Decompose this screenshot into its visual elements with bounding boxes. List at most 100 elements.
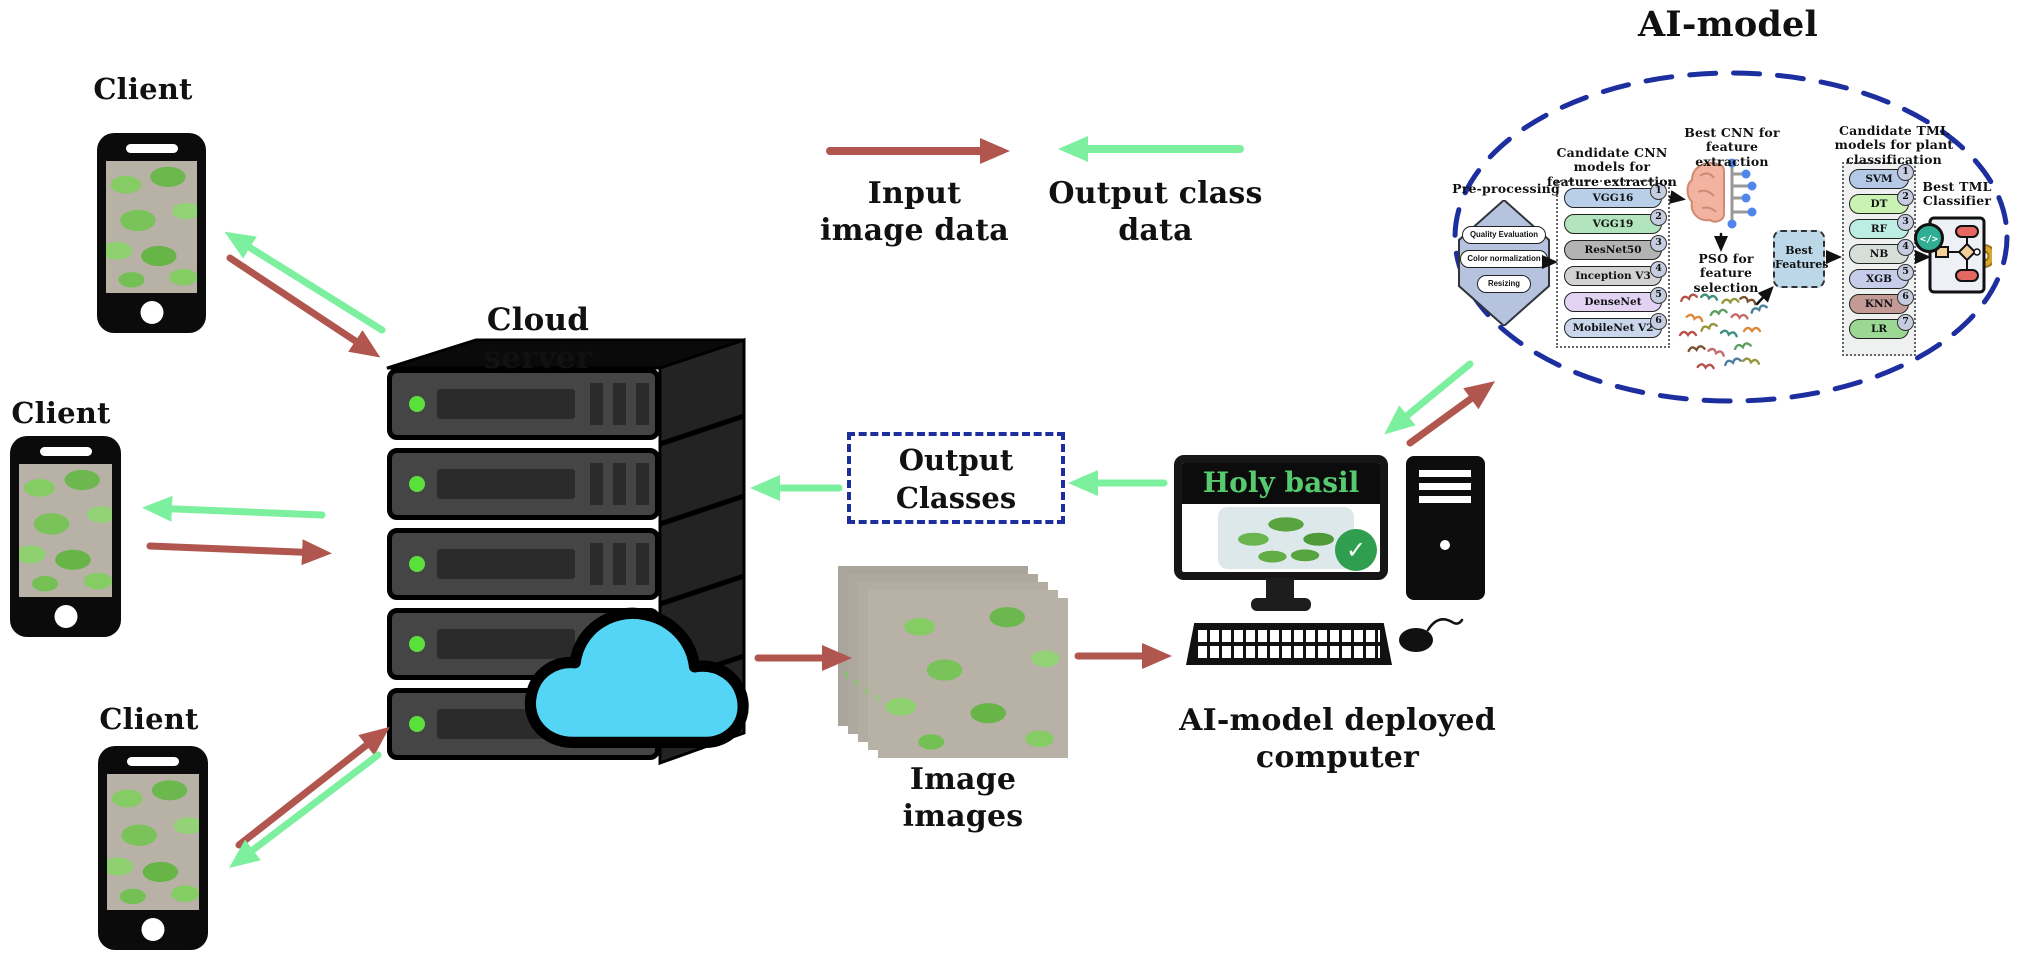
tower-power-button-icon <box>1440 540 1450 550</box>
tower-vent <box>1419 496 1471 503</box>
client2-phone-icon <box>10 436 121 637</box>
server-unit <box>387 448 660 520</box>
monitor-stand-base <box>1251 598 1311 611</box>
client1-plant-photo <box>106 161 197 293</box>
model-number-badge: 5 <box>1897 264 1914 281</box>
model-number-badge: 1 <box>1650 183 1667 200</box>
tml-model-name: RF <box>1870 223 1888 235</box>
mouse-icon <box>1399 618 1464 652</box>
image-stack-layer <box>878 598 1068 758</box>
cloud-server-label: Cloud server <box>483 302 593 376</box>
model-number-badge: 2 <box>1650 209 1667 226</box>
arrow-server-to-client3 <box>229 751 382 869</box>
tml-model-name: SVM <box>1865 173 1893 185</box>
cnn-candidates-label: Candidate CNN models for feature extract… <box>1546 145 1678 189</box>
keyboard-keys <box>1198 630 1380 642</box>
cnn-model-name: DenseNet <box>1584 296 1642 308</box>
model-number-badge: 2 <box>1897 189 1914 206</box>
output-classes-box: Output Classes <box>847 432 1065 524</box>
vent-bar <box>636 463 649 505</box>
cnn-model: ResNet50 3 <box>1564 235 1667 260</box>
preprocessing-step: Quality Evaluation <box>1462 226 1546 244</box>
monitor-icon: Holy basil ✓ <box>1174 455 1388 580</box>
vent-bar <box>613 543 626 585</box>
tml-model: RF 3 <box>1849 214 1914 239</box>
server-unit <box>387 528 660 600</box>
phone-speaker-icon <box>125 144 178 153</box>
led-icon <box>409 396 425 412</box>
client1-phone-icon <box>97 133 206 333</box>
cnn-model-name: VGG16 <box>1592 192 1634 204</box>
tml-model: LR 7 <box>1849 314 1914 339</box>
cnn-model: DenseNet 5 <box>1564 287 1667 312</box>
computer-tower-icon <box>1406 456 1485 600</box>
pso-label: PSO for feature selection <box>1693 251 1759 295</box>
holy-basil-photo <box>1218 507 1354 569</box>
vent-bar <box>613 463 626 505</box>
arrow-server-to-client1 <box>224 231 386 334</box>
best-features-label: Best Features <box>1775 244 1829 271</box>
drive-slot <box>437 389 575 419</box>
screen-title: Holy basil <box>1182 463 1380 504</box>
led-icon <box>409 716 425 732</box>
phone-speaker-icon <box>39 447 92 456</box>
tml-model: NB 4 <box>1849 239 1914 264</box>
keyboard-keys <box>1198 646 1380 658</box>
phone-home-button-icon <box>54 605 77 628</box>
ai-model-title: AI-model <box>1637 4 1819 45</box>
model-number-badge: 4 <box>1897 239 1914 256</box>
birds-scatter-icon <box>1678 293 1768 370</box>
cloud-icon <box>524 607 749 749</box>
arrow-server-to-client2 <box>142 495 326 522</box>
model-number-badge: 3 <box>1897 214 1914 231</box>
tml-model-name: LR <box>1870 323 1888 335</box>
model-number-badge: 6 <box>1650 313 1667 330</box>
brain-icon <box>1686 158 1757 229</box>
model-number-badge: 4 <box>1650 261 1667 278</box>
phone-home-button-icon <box>140 301 163 324</box>
client3-phone-icon <box>98 746 208 950</box>
tower-vent <box>1419 470 1471 477</box>
tml-candidates-label: Candidate TML models for plant classific… <box>1834 123 1954 167</box>
arrow-client2-to-server <box>146 539 332 566</box>
client3-plant-photo <box>107 774 199 910</box>
model-number-badge: 1 <box>1897 164 1914 181</box>
cnn-model-name: ResNet50 <box>1584 244 1642 256</box>
vent-bar <box>590 543 603 585</box>
model-number-badge: 7 <box>1897 314 1914 331</box>
preprocessing-step: Color normalization <box>1460 250 1548 268</box>
cnn-model-name: VGG19 <box>1592 218 1634 230</box>
ai-model-ellipse <box>1452 70 2010 404</box>
client3-label: Client <box>99 702 199 736</box>
cnn-model-name: Inception V3 <box>1575 270 1651 282</box>
arrow-client1-to-server <box>226 254 381 358</box>
monitor-stand <box>1266 578 1294 600</box>
vent-bar <box>590 383 603 425</box>
server-unit <box>387 368 660 440</box>
tml-model: SVM 1 <box>1849 164 1914 189</box>
best-features-box: Best Features <box>1773 230 1829 288</box>
tml-model-name: XGB <box>1866 273 1892 285</box>
best-cnn-label: Best CNN for feature extraction <box>1684 125 1780 169</box>
client1-label: Client <box>93 72 193 106</box>
model-number-badge: 5 <box>1650 287 1667 304</box>
drive-slot <box>437 629 575 659</box>
cnn-model-name: MobileNet V2 <box>1572 322 1654 334</box>
vent-bar <box>636 383 649 425</box>
arrow-client3-to-server <box>235 726 390 849</box>
tower-vent <box>1419 483 1471 490</box>
model-number-badge: 3 <box>1650 235 1667 252</box>
phone-home-button-icon <box>141 918 165 941</box>
legend-output-label: Output class data <box>1048 176 1263 248</box>
led-icon <box>409 476 425 492</box>
client2-label: Client <box>11 396 111 430</box>
drive-slot <box>437 549 575 579</box>
tml-model: XGB 5 <box>1849 264 1914 289</box>
tml-model-name: NB <box>1869 248 1889 260</box>
preprocessing-step: Resizing <box>1477 275 1531 293</box>
classifier-flowchart-icon: </> <box>1914 216 1992 294</box>
